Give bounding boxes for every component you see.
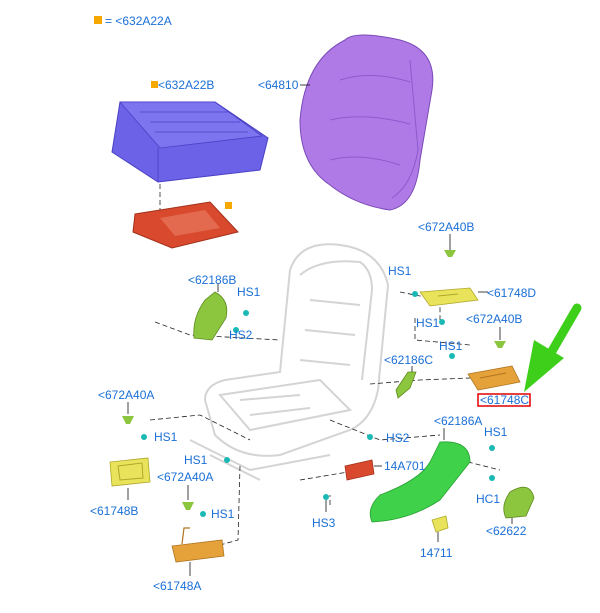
- label-61748A: <61748A: [153, 579, 201, 593]
- label-hs2-a: HS2: [229, 328, 253, 342]
- label-hs2-b: HS2: [386, 431, 410, 445]
- legend: = <632A22A: [94, 14, 172, 28]
- label-672A40B-lower: <672A40B: [466, 312, 522, 326]
- clip-672A40A-lower: [182, 485, 206, 517]
- label-hs1-f: HS1: [484, 425, 508, 439]
- label-14A701: 14A701: [384, 459, 426, 473]
- label-672A40A-lower: <672A40A: [157, 470, 213, 484]
- label-62186A: <62186A: [434, 414, 482, 428]
- bracket-61748A: [171, 527, 225, 576]
- callout-labels: <632A22B <64810 <672A40B HS1 <61748D HS1…: [90, 78, 536, 593]
- cover-62186A: [367, 428, 495, 523]
- legend-text: = <632A22A: [105, 14, 172, 28]
- part-14A701: [344, 459, 382, 481]
- label-hs1-c: HS1: [237, 285, 261, 299]
- seat-pan: [132, 201, 239, 249]
- label-672A40A-left: <672A40A: [98, 388, 154, 402]
- label-672A40B-upper: <672A40B: [418, 220, 474, 234]
- clip-672A40B-lower: [494, 327, 506, 348]
- label-hs1-g: HS1: [184, 453, 208, 467]
- label-14711: 14711: [420, 546, 453, 560]
- label-62622: <62622: [486, 524, 527, 538]
- seat-frame: [189, 243, 390, 481]
- part-61748C: [449, 353, 531, 407]
- label-hs1-d: HS1: [439, 339, 463, 353]
- label-hs1-a: HS1: [388, 264, 412, 278]
- fastener-hs3: [323, 494, 329, 512]
- label-632A22B: <632A22B: [158, 78, 214, 92]
- cover-62186C: [395, 366, 417, 399]
- label-64810: <64810: [258, 78, 299, 92]
- legend-marker: [94, 16, 102, 24]
- part-62622: [489, 475, 535, 524]
- highlight-arrow: [524, 303, 582, 392]
- label-61748D: <61748D: [487, 286, 536, 300]
- cover-62186B: [193, 284, 249, 341]
- clip-672A40A-left: [122, 402, 147, 440]
- pan-marker: [225, 202, 232, 209]
- clip-672A40B-upper: [444, 234, 456, 257]
- bracket-61748D: [412, 287, 488, 325]
- seat-back-pad: [299, 34, 434, 211]
- fastener-hs1-middle: [224, 457, 230, 463]
- label-61748B: <61748B: [90, 504, 138, 518]
- seat-cushion-pad: [111, 81, 269, 212]
- label-hc1: HC1: [476, 492, 500, 506]
- label-61748C: <61748C: [480, 393, 529, 407]
- bracket-61748B: [109, 457, 151, 500]
- label-hs1-b: HS1: [416, 316, 440, 330]
- label-62186B: <62186B: [188, 273, 236, 287]
- part-61748C-highlight-box: [477, 393, 531, 407]
- label-62186C: <62186C: [384, 353, 433, 367]
- part-14711: [431, 515, 449, 542]
- label-hs1-e: HS1: [154, 430, 178, 444]
- pad-marker: [151, 81, 158, 88]
- label-hs1-h: HS1: [211, 507, 235, 521]
- label-hs3: HS3: [312, 516, 336, 530]
